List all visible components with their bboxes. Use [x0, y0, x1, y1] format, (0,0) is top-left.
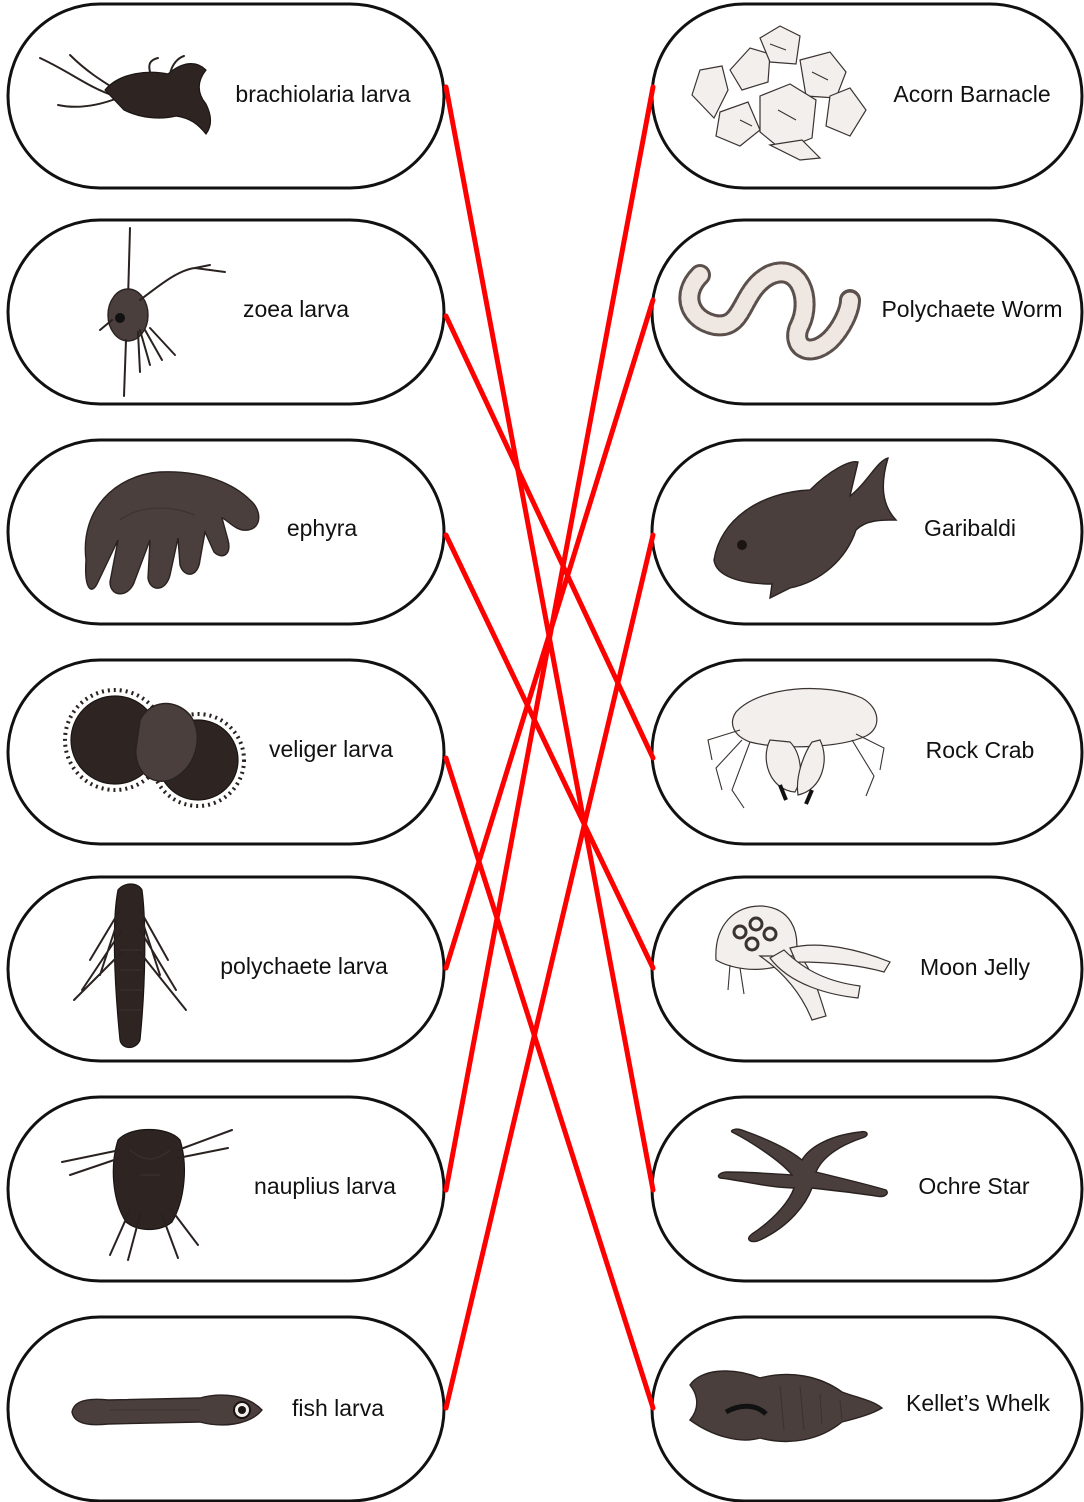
- adult-card-moon-jelly[interactable]: Moon Jelly: [652, 877, 1082, 1061]
- fish-larva-icon: [72, 1395, 262, 1425]
- card-outline: [8, 220, 444, 404]
- adult-card-polychaete-worm[interactable]: Polychaete Worm: [652, 220, 1082, 404]
- adult-card-garibaldi[interactable]: Garibaldi: [652, 440, 1082, 624]
- adult-label: Garibaldi: [924, 515, 1016, 541]
- larva-label: zoea larva: [243, 296, 349, 322]
- adult-label: Rock Crab: [926, 737, 1035, 763]
- connector-zoea-to-rock-crab: [446, 316, 653, 758]
- match-connectors: [446, 87, 653, 1408]
- adult-label: Ochre Star: [918, 1173, 1030, 1199]
- adult-card-rock-crab[interactable]: Rock Crab: [652, 660, 1082, 844]
- connector-veliger-to-kellets-whelk: [446, 758, 653, 1408]
- adult-card-kellets-whelk[interactable]: Kellet’s Whelk: [652, 1317, 1082, 1501]
- larva-card-zoea[interactable]: zoea larva: [8, 220, 444, 404]
- adult-card-ochre-star[interactable]: Ochre Star: [652, 1097, 1082, 1281]
- connector-ephyra-to-moon-jelly: [446, 535, 653, 968]
- card-outline: [652, 440, 1082, 624]
- adult-label: Moon Jelly: [920, 954, 1030, 980]
- larva-card-brachiolaria[interactable]: brachiolaria larva: [8, 4, 444, 188]
- larva-card-polychaete[interactable]: polychaete larva: [8, 877, 444, 1061]
- larva-label: brachiolaria larva: [235, 81, 410, 107]
- adult-label: Polychaete Worm: [881, 296, 1062, 322]
- larva-card-fish[interactable]: fish larva: [8, 1317, 444, 1501]
- connector-fish-larva-to-garibaldi: [446, 535, 653, 1408]
- larva-label: fish larva: [292, 1395, 384, 1421]
- larva-label: ephyra: [287, 515, 358, 541]
- larva-card-ephyra[interactable]: ephyra: [8, 440, 444, 624]
- larva-card-nauplius[interactable]: nauplius larva: [8, 1097, 444, 1281]
- larva-card-veliger[interactable]: veliger larva: [8, 660, 444, 844]
- adult-card-acorn-barnacle[interactable]: Acorn Barnacle: [652, 4, 1082, 188]
- larva-label: veliger larva: [269, 736, 393, 762]
- adult-label: Acorn Barnacle: [893, 81, 1050, 107]
- larva-label: polychaete larva: [220, 953, 388, 979]
- adult-label: Kellet’s Whelk: [906, 1390, 1051, 1416]
- larva-label: nauplius larva: [254, 1173, 396, 1199]
